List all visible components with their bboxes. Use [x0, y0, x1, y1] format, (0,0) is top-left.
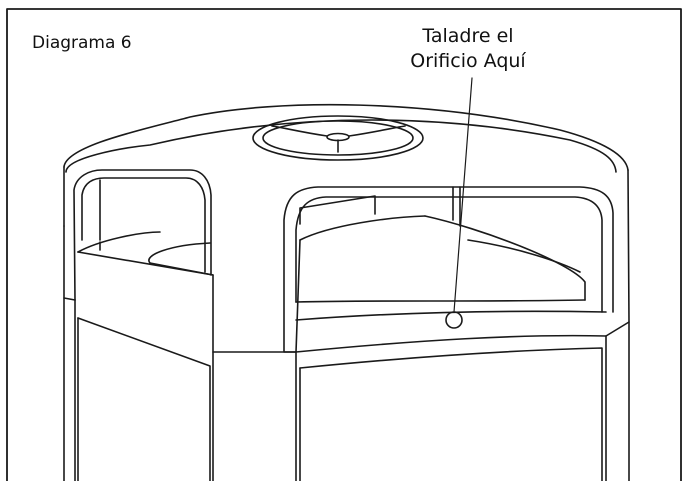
diagram-title: Diagrama 6	[32, 33, 132, 53]
lid-center-plate	[252, 115, 424, 161]
front-lid-opening	[283, 186, 614, 353]
drill-hole-callout: Taladre el Orificio Aquí	[388, 24, 548, 74]
body-panel-left	[77, 317, 211, 481]
callout-text-line-1: Taladre el	[422, 25, 514, 47]
figure-border	[6, 8, 682, 481]
left-lid-opening	[63, 169, 212, 301]
lid-inner-rim	[77, 195, 607, 353]
callout-text-line-2: Orificio Aquí	[410, 50, 526, 72]
drill-hole-marker	[445, 311, 463, 329]
receptacle-body	[63, 297, 630, 481]
callout-leader-line	[453, 77, 473, 313]
body-panel-front	[299, 347, 603, 481]
trash-receptacle-lid	[63, 103, 630, 337]
